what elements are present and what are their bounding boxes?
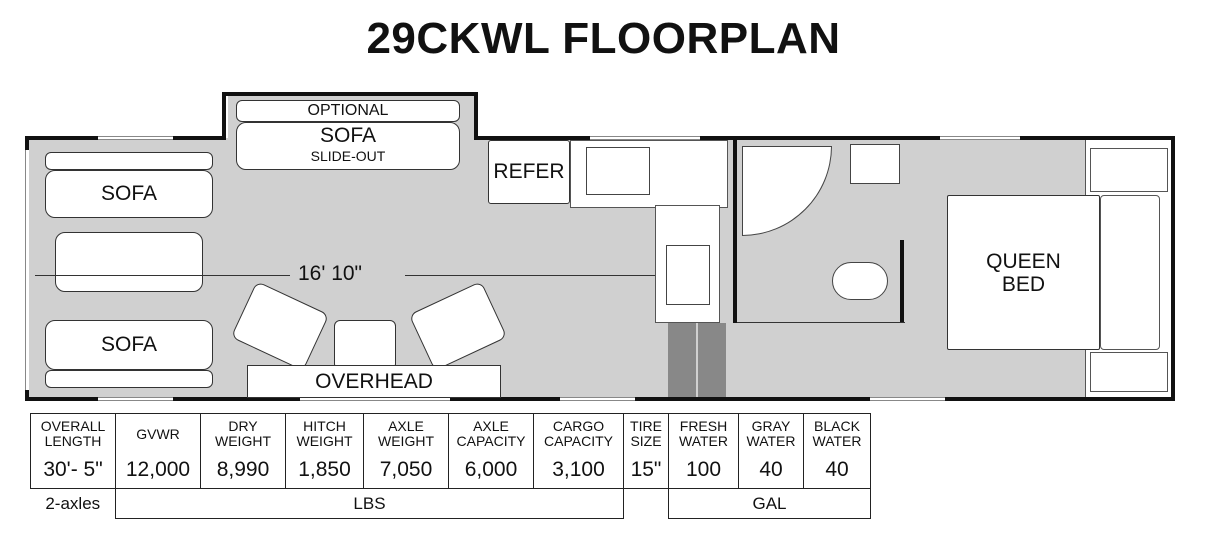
slide-out-label: SLIDE-OUT [310, 148, 386, 164]
refer-label: REFER [493, 160, 565, 183]
spec-header: DRY WEIGHT [215, 418, 271, 449]
spec-value: 12,000 [125, 458, 191, 481]
optional-label: OPTIONAL [307, 102, 389, 119]
spec-cell: CARGO CAPACITY 3,100 [533, 413, 624, 489]
wall [474, 136, 1175, 140]
spec-cell: AXLE WEIGHT 7,050 [363, 413, 449, 489]
queen-bed[interactable]: QUEEN BED [947, 195, 1100, 350]
optional-sofa-back[interactable]: OPTIONAL [236, 100, 460, 122]
spec-cell: GVWR 12,000 [115, 413, 201, 489]
sofa-label: SOFA [100, 182, 158, 205]
axles-label: 2-axles [45, 493, 101, 513]
specs-table: OVERALL LENGTH 30'- 5" GVWR 12,000 DRY WEI… [30, 413, 871, 519]
stove-icon[interactable] [586, 147, 650, 195]
slide-out-sofa[interactable]: SOFA SLIDE-OUT [236, 122, 460, 170]
lbs-unit: LBS [115, 488, 624, 519]
units-row: 2-axles LBS GAL [31, 488, 871, 519]
spec-value: 3,100 [552, 458, 605, 481]
spec-value: 8,990 [216, 458, 270, 481]
window [940, 136, 1020, 140]
bath-wall [733, 140, 737, 323]
spec-header: AXLE WEIGHT [378, 418, 434, 449]
spec-header: CARGO CAPACITY [544, 418, 613, 449]
spec-cell: GRAY WATER 40 [738, 413, 804, 489]
wardrobe [1090, 352, 1168, 392]
sofa-label: SOFA [100, 333, 158, 356]
sink-icon[interactable] [666, 245, 710, 305]
window [870, 397, 945, 401]
step [668, 323, 696, 397]
spec-value: 15" [630, 458, 662, 481]
wall [222, 92, 226, 140]
sofa-back [45, 152, 213, 170]
nightstand [1100, 195, 1160, 350]
window [590, 136, 700, 140]
sofa-back [45, 370, 213, 388]
sofa-top[interactable]: SOFA [45, 170, 213, 218]
bed-label: QUEEN [986, 249, 1061, 273]
spec-value: 1,850 [298, 458, 351, 481]
overhead-cabinet: OVERHEAD [247, 365, 501, 398]
spec-value: 40 [825, 458, 849, 481]
rear-window [25, 150, 29, 390]
wardrobe [1090, 148, 1168, 192]
page-title: 29CKWL FLOORPLAN [366, 14, 841, 63]
spec-cell: TIRE SIZE 15" [623, 413, 669, 489]
dimension-label: 16' 10" [298, 262, 363, 285]
spec-header: BLACK WATER [812, 418, 862, 449]
specs-row: OVERALL LENGTH 30'- 5" GVWR 12,000 DRY WEI… [30, 413, 871, 489]
overhead-label: OVERHEAD [315, 369, 433, 393]
toilet-icon[interactable] [832, 262, 888, 300]
step [698, 323, 726, 397]
dimension-line [35, 275, 290, 276]
wall [222, 92, 478, 96]
spec-cell: AXLE CAPACITY 6,000 [448, 413, 534, 489]
bed-label: BED [1001, 272, 1046, 296]
bath-wall [737, 322, 905, 323]
spec-header: GVWR [136, 425, 180, 442]
wall [1171, 136, 1175, 401]
spec-cell: DRY WEIGHT 8,990 [200, 413, 286, 489]
refrigerator[interactable]: REFER [488, 140, 570, 204]
sofa-bottom[interactable]: SOFA [45, 320, 213, 370]
table[interactable] [334, 320, 396, 370]
spec-header: OVERALL LENGTH [40, 418, 106, 449]
window [560, 397, 635, 401]
gal-unit: GAL [668, 488, 871, 519]
window [98, 136, 173, 140]
spec-cell: OVERALL LENGTH 30'- 5" [30, 413, 116, 489]
spec-value: 30'- 5" [43, 458, 103, 481]
dimension-line [405, 275, 655, 276]
spec-cell: BLACK WATER 40 [803, 413, 871, 489]
ottoman[interactable] [55, 232, 203, 292]
spec-cell: HITCH WEIGHT 1,850 [285, 413, 364, 489]
spacer [624, 489, 669, 519]
spec-value: 6,000 [464, 458, 518, 481]
lavatory-sink-icon[interactable] [850, 144, 900, 184]
spec-header: HITCH WEIGHT [296, 418, 353, 449]
spec-value: 40 [759, 458, 783, 481]
spec-header: GRAY WATER [746, 418, 796, 449]
sofa-label: SOFA [319, 124, 377, 147]
spec-cell: FRESH WATER 100 [668, 413, 739, 489]
spec-header: AXLE CAPACITY [456, 418, 526, 449]
bath-wall [900, 240, 904, 322]
spec-value: 7,050 [379, 458, 433, 481]
spec-value: 100 [685, 458, 722, 481]
wall [474, 92, 478, 140]
spec-header: FRESH WATER [679, 418, 728, 449]
spec-header: TIRE SIZE [630, 418, 662, 449]
window [98, 397, 173, 401]
